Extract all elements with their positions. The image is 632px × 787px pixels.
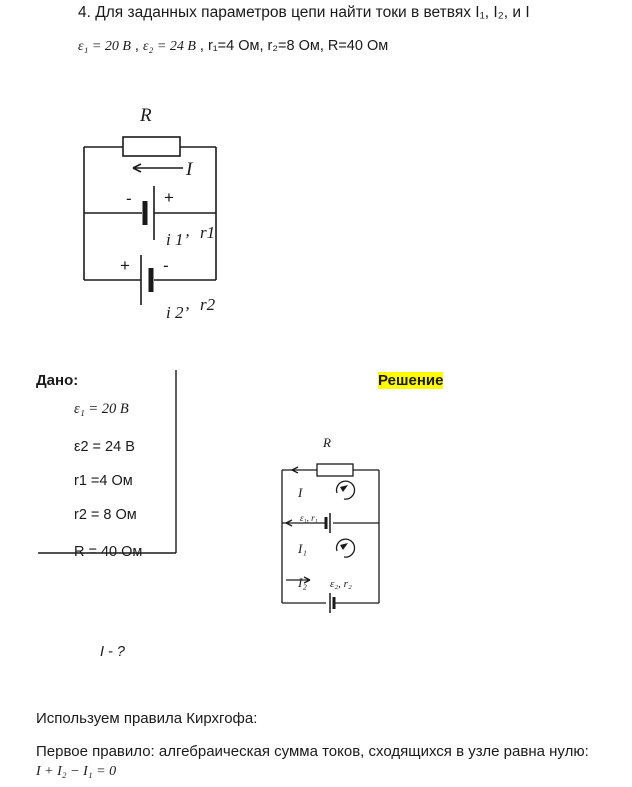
circuit-diagram-task: R I - + i 1’ r1 + - i 2’ r2	[83, 105, 217, 322]
param-eps1: ε₁ = 20 В	[78, 39, 131, 54]
label-r1: r1	[200, 223, 215, 242]
battery-1-plus: +	[164, 188, 174, 207]
param-rest: , r₁=4 Ом, r₂=8 Ом, R=40 Ом	[199, 38, 389, 54]
solution-label-I: I	[297, 485, 303, 500]
task-parameters: ε₁ = 20 В , ε₂ = 24 В , r₁=4 Ом, r₂=8 Ом…	[78, 38, 388, 55]
task-title: 4. Для заданных параметров цепи найти то…	[78, 4, 530, 21]
param-separator: ,	[134, 38, 139, 54]
label-i2: i 2’	[166, 303, 189, 322]
given-r1: r1 =4 Ом	[74, 473, 133, 489]
given-heading: Дано:	[36, 372, 79, 389]
first-rule-formula: I + I₂ − I₁ = 0	[36, 764, 117, 779]
resistor-R	[122, 136, 181, 157]
find-I: I - ?	[100, 644, 125, 660]
solution-label-I2: I₂	[297, 575, 307, 590]
battery-2-plus: +	[120, 256, 130, 275]
given-eps1: ε₁ = 20 В	[74, 401, 129, 417]
solution-resistor-R	[316, 463, 354, 477]
given-eps2: ε2 = 24 В	[74, 439, 135, 455]
label-i1: i 1’	[166, 230, 189, 249]
battery-1-minus: -	[126, 189, 132, 208]
solution-label-eps2-r2: ε₂, r₂	[330, 578, 352, 590]
loop-arrow-lower-icon	[335, 538, 356, 558]
solution-label-I1: I₁	[297, 541, 307, 556]
param-eps2: ε₂ = 24 В	[142, 39, 196, 54]
label-R: R	[139, 105, 152, 126]
label-I: I	[185, 159, 194, 180]
given-r2: r2 = 8 Ом	[74, 507, 137, 523]
given-divider-lines	[38, 370, 177, 554]
solution-heading: Решение	[378, 372, 444, 389]
kirchhoff-intro: Используем правила Кирхгофа:	[36, 710, 258, 727]
circuit-diagram-solution: R I ε₁, r₁ I₁ I₂ ε₂, r₂	[281, 435, 380, 613]
first-rule-text: Первое правило: алгебраическая сумма ток…	[36, 743, 589, 760]
solution-label-R: R	[322, 435, 331, 450]
given-R: R = 40 Ом	[74, 544, 143, 560]
loop-arrow-upper-icon	[335, 480, 356, 500]
label-r2: r2	[200, 295, 216, 314]
solution-label-eps1-r1: ε₁, r₁	[300, 513, 318, 523]
battery-2-minus: -	[163, 256, 169, 275]
